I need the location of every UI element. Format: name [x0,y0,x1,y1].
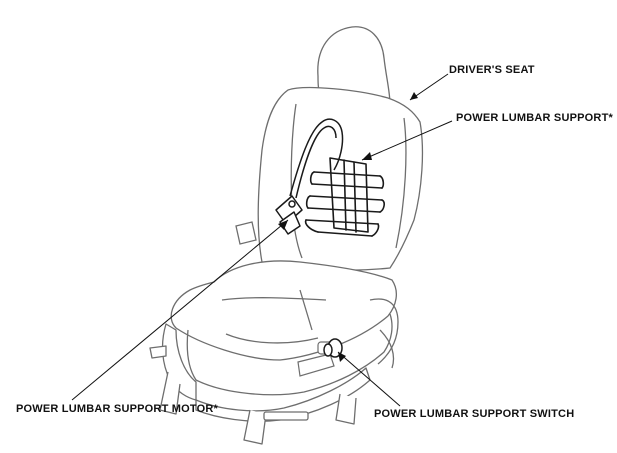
recline-lever [235,221,257,245]
lumbar-switch-label: POWER LUMBAR SUPPORT SWITCH [374,408,575,420]
lumbar-support-label: POWER LUMBAR SUPPORT* [456,112,613,124]
seat-back [257,86,424,271]
leader-lumbar-motor [71,219,289,401]
seat-base [149,298,399,445]
leader-lumbar-switch [337,351,401,407]
lumbar-motor [275,195,303,235]
leader-lines [71,73,453,407]
seat-cushion [170,260,398,396]
drivers-seat-label: DRIVER'S SEAT [449,64,535,76]
lumbar-support-grid [304,157,385,237]
leader-arrowheads [278,92,418,362]
lumbar-harness [289,118,344,199]
lumbar-motor-label: POWER LUMBAR SUPPORT MOTOR* [16,403,218,415]
leader-lumbar-support [361,120,453,161]
